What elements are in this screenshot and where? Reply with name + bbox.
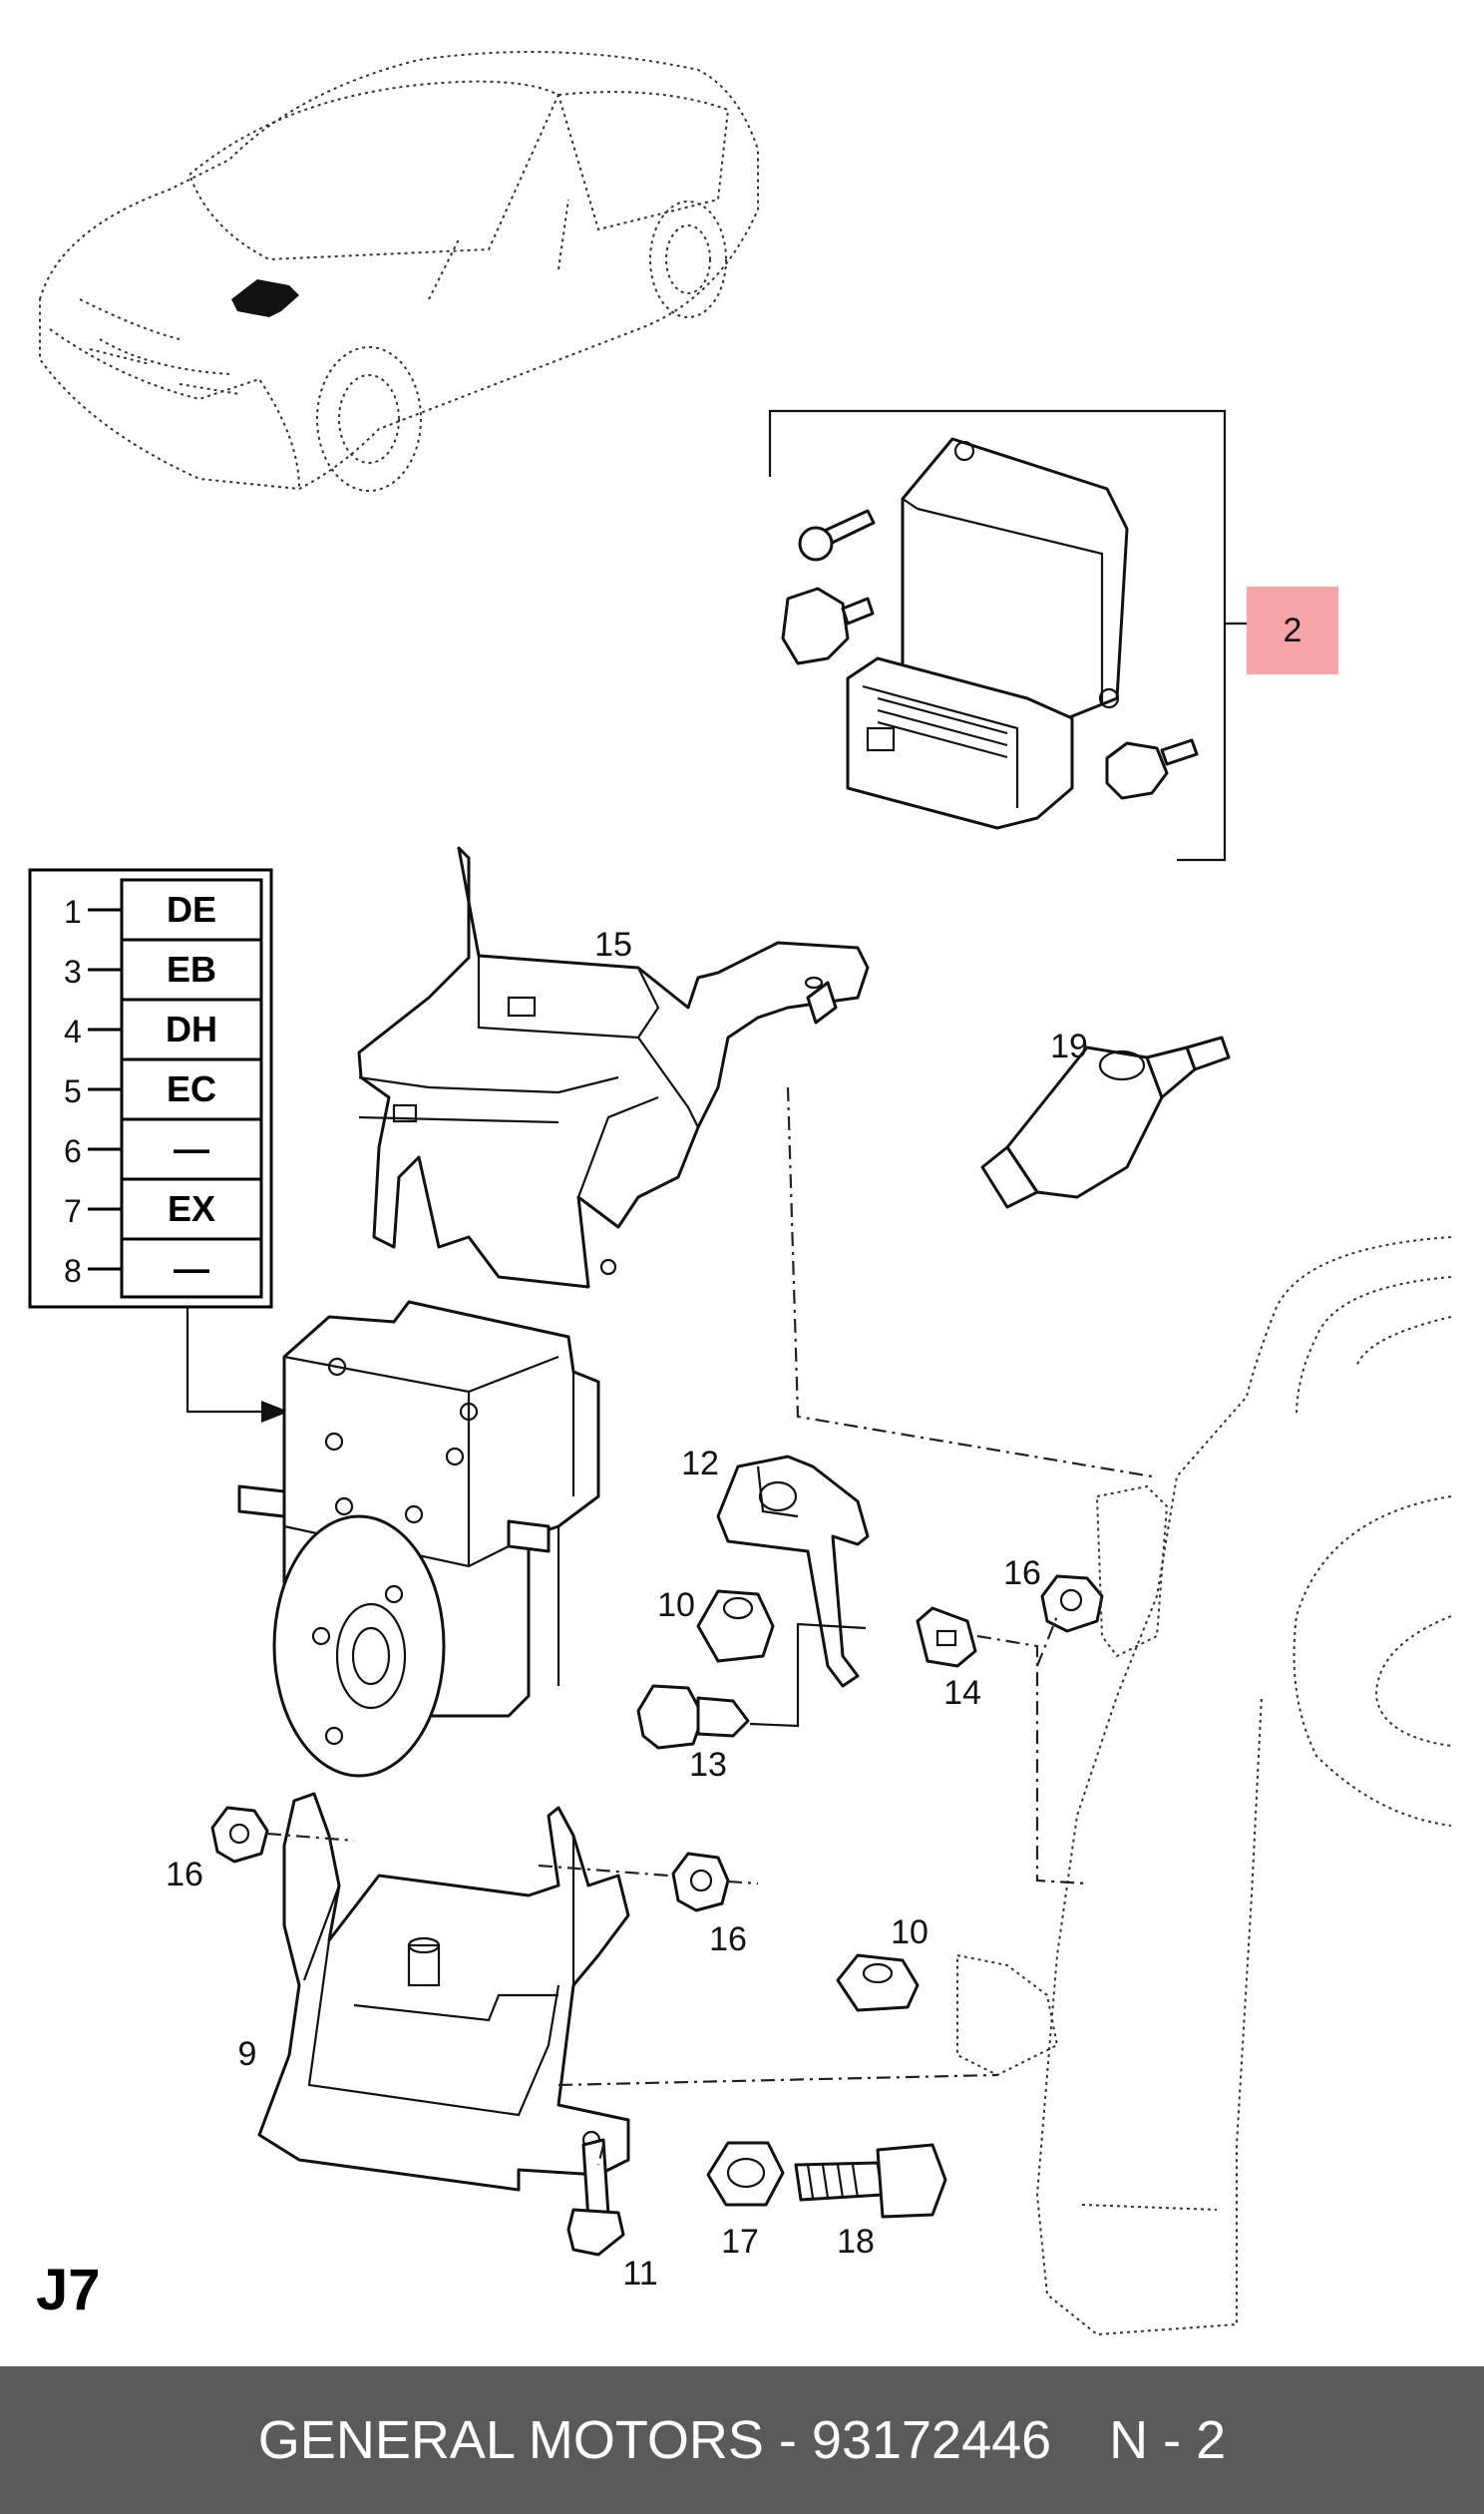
legend-code: — (174, 1248, 209, 1289)
footer-brand: GENERAL MOTORS (257, 2410, 764, 2470)
callout-13: 13 (689, 1746, 727, 1784)
callout-17: 17 (721, 2223, 759, 2261)
callout-15: 15 (594, 926, 632, 964)
legend-number: 1 (64, 894, 82, 930)
footer-separator: - (778, 2410, 797, 2470)
part-10-nut (696, 1589, 775, 1663)
legend-pointer-arrow (186, 1307, 269, 1414)
footer-bar: GENERAL MOTORS - 93172446 N - 2 (0, 2366, 1484, 2514)
part-16-flange-nut (210, 1806, 269, 1864)
callout-19: 19 (1050, 1028, 1088, 1065)
legend-row: 3 EB (64, 949, 216, 990)
footer-page: N - 2 (1109, 2410, 1227, 2470)
assembly-lines (266, 1086, 1153, 2166)
part-15-bracket (357, 846, 870, 1289)
legend-row: 5 EC (64, 1068, 216, 1109)
legend-code: — (174, 1128, 209, 1169)
callout-12: 12 (681, 1445, 719, 1482)
part-9-lower-bracket (257, 1792, 630, 2192)
part-17-nut (706, 2141, 785, 2207)
part-12-small-bracket (716, 1455, 870, 1688)
legend-row: 7 EX (64, 1188, 215, 1229)
part-16-flange-nut (671, 1852, 730, 1912)
legend-row: 1 DE (64, 889, 216, 930)
callout-10-upper: 10 (657, 1586, 695, 1624)
legend-row: 4 DH (64, 1009, 217, 1049)
legend-code: EX (168, 1188, 215, 1229)
callout-14: 14 (943, 1674, 981, 1712)
variant-legend: 1 DE 3 EB 4 DH 5 EC 6 — 7 EX (28, 868, 273, 1309)
legend-code: EC (167, 1068, 216, 1109)
legend-code: DE (167, 889, 216, 930)
part-18-bolt (794, 2143, 947, 2219)
legend-row: 6 — (64, 1128, 209, 1169)
body-strut-tower (956, 1236, 1452, 2336)
legend-number: 7 (64, 1193, 82, 1229)
car-location-illustration (39, 51, 759, 492)
callout-16-middle: 16 (709, 1920, 747, 1958)
legend-row: 8 — (64, 1248, 209, 1289)
legend-number: 5 (64, 1073, 82, 1109)
part-13-bolt (636, 1684, 750, 1750)
legend-number: 3 (64, 954, 82, 990)
footer-title: GENERAL MOTORS - 93172446 (258, 2409, 1051, 2471)
legend-number: 4 (64, 1014, 82, 1049)
legend-number: 6 (64, 1133, 82, 1169)
part-14-clip-nut (916, 1606, 977, 1668)
callout-2: 2 (1284, 612, 1302, 649)
part-11-bolt (566, 2138, 625, 2257)
part-10-nut (836, 1953, 920, 2012)
hydraulic-unit (237, 1300, 600, 1778)
exploded-parts-diagram: 2 1 DE 3 (28, 51, 1452, 2336)
callout-16-left: 16 (166, 1856, 203, 1893)
callout-16-right: 16 (1003, 1554, 1041, 1592)
footer-part-number: 93172446 (811, 2410, 1052, 2470)
callout-11: 11 (622, 2255, 657, 2293)
page-code: J7 (36, 2258, 101, 2322)
legend-code: DH (166, 1009, 217, 1049)
part-19-pressure-sensor (980, 1036, 1231, 1209)
control-unit-location-marker (231, 279, 299, 317)
part-2-control-module: 2 (768, 409, 1338, 862)
callout-18: 18 (837, 2223, 875, 2261)
part-16-flange-nut (1040, 1574, 1104, 1633)
legend-code: EB (167, 949, 216, 990)
legend-number: 8 (64, 1253, 82, 1289)
callout-10-lower: 10 (891, 1913, 928, 1951)
callout-9: 9 (238, 2035, 257, 2073)
